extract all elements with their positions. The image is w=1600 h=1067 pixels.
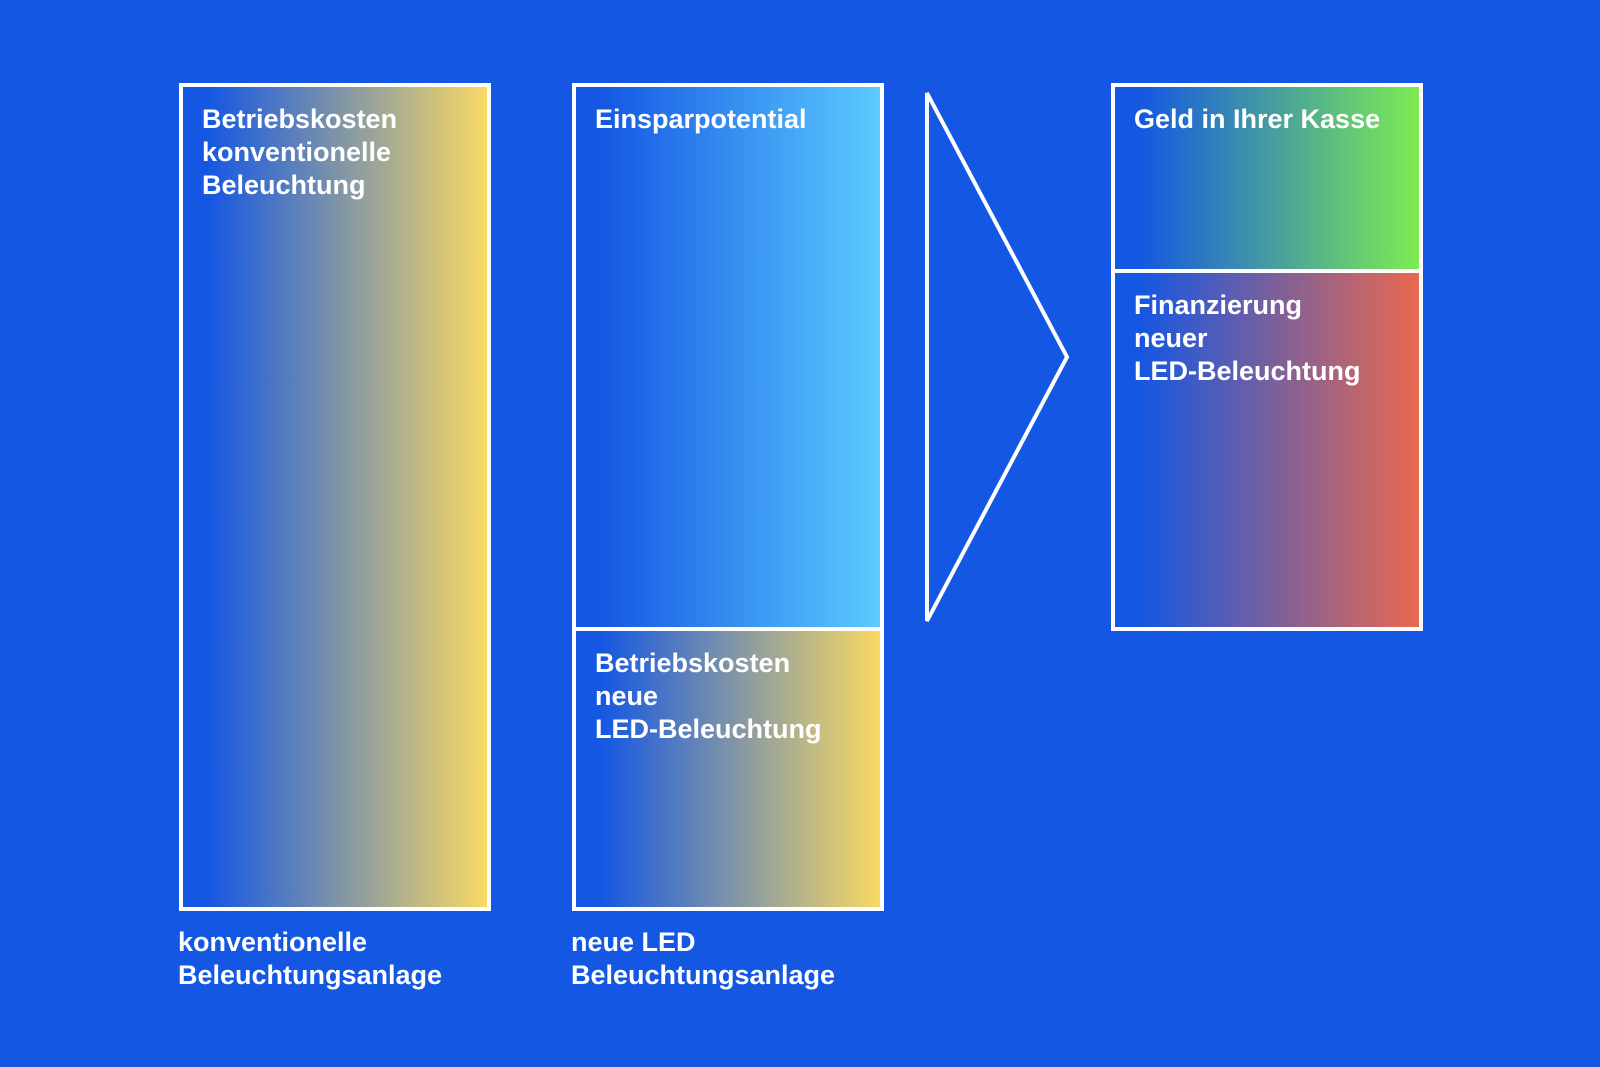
led-cost-label: Betriebskosten neue LED-Beleuchtung bbox=[595, 648, 822, 744]
led-cost-box: Betriebskosten neue LED-Beleuchtung bbox=[572, 627, 884, 911]
conventional-cost-label: Betriebskosten konventionelle Beleuchtun… bbox=[202, 104, 398, 200]
money-in-cash-label: Geld in Ihrer Kasse bbox=[1134, 104, 1381, 134]
conventional-caption: konventionelle Beleuchtungsanlage bbox=[178, 927, 443, 990]
conventional-cost-box: Betriebskosten konventionelle Beleuchtun… bbox=[179, 83, 491, 911]
led-caption: neue LED Beleuchtungsanlage bbox=[571, 927, 836, 990]
arrow-shape bbox=[925, 92, 1070, 622]
led-financing-label: Finanzierung neuer LED-Beleuchtung bbox=[1134, 290, 1361, 386]
savings-potential-label: Einsparpotential bbox=[595, 104, 807, 134]
money-in-cash-box: Geld in Ihrer Kasse bbox=[1111, 83, 1423, 273]
led-financing-box: Finanzierung neuer LED-Beleuchtung bbox=[1111, 269, 1423, 631]
savings-potential-box: Einsparpotential bbox=[572, 83, 884, 631]
